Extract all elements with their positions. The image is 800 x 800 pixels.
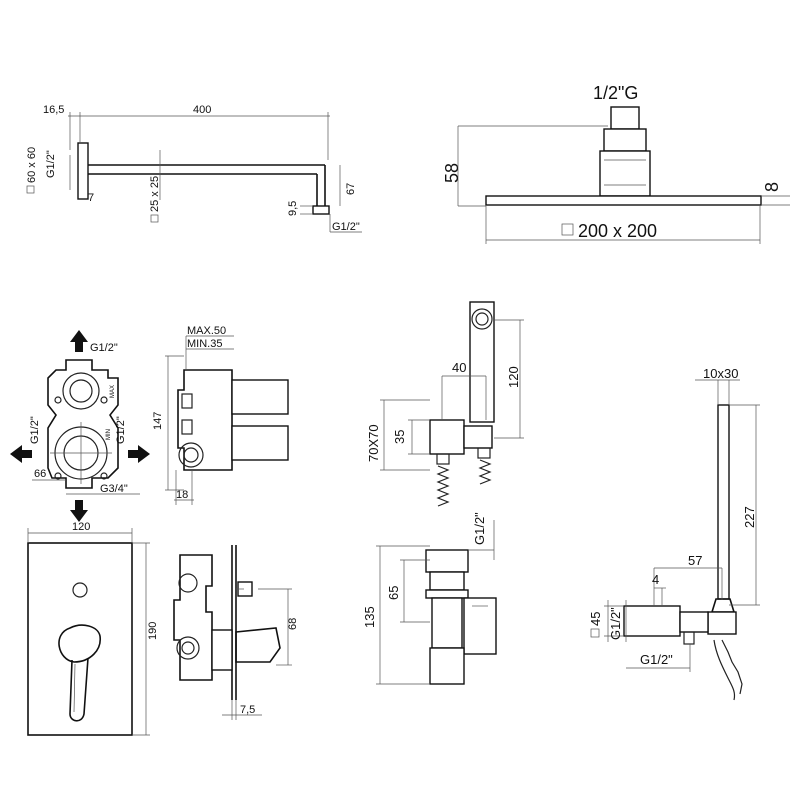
arm-dim-wall: 7 bbox=[88, 192, 94, 204]
arm-flange bbox=[77, 142, 89, 200]
square-section-icon bbox=[590, 628, 600, 638]
faceplate-drawing: 120 190 68 7,5 bbox=[27, 521, 299, 736]
holder-block bbox=[429, 419, 465, 455]
faceplate-side-handle bbox=[235, 627, 281, 663]
diverter-drawing: G1/2" 65 135 bbox=[362, 512, 497, 685]
mixer-top-port bbox=[62, 372, 100, 410]
diverter-top-connector bbox=[425, 549, 469, 573]
hand-shower-thread-bottom: G1/2" bbox=[640, 652, 673, 667]
square-section-icon bbox=[26, 185, 35, 194]
flow-arrow-icon bbox=[70, 330, 88, 352]
square-section-icon bbox=[561, 223, 574, 236]
holder-dim-120: 120 bbox=[506, 366, 521, 388]
mixer-depth-min: MIN.35 bbox=[187, 338, 222, 350]
hand-shower-length: 227 bbox=[742, 506, 757, 528]
holder-dim-35: 35 bbox=[392, 430, 407, 444]
shower-arm-drawing: 16,5 400 60 x 60 G1/2" 7 25 x 25 67 9,5 … bbox=[26, 104, 362, 233]
mixer-dim-66: 66 bbox=[34, 468, 46, 480]
hand-shower-dim-57: 57 bbox=[688, 553, 702, 568]
arm-dim-flange: 60 x 60 bbox=[26, 147, 38, 183]
hand-shower-outlet: 45 bbox=[588, 612, 603, 626]
head-ball bbox=[599, 150, 651, 197]
hand-shower-drawing: 10x30 227 57 4 45 G1/2" G1/2" bbox=[588, 366, 760, 701]
mixer-inlet-left: G1/2" bbox=[29, 416, 41, 444]
arm-end-connector bbox=[312, 205, 330, 215]
square-section-icon bbox=[150, 214, 159, 223]
faceplate-width: 120 bbox=[72, 521, 90, 533]
hand-shower-holder bbox=[707, 611, 737, 635]
hand-shower-thread-side: G1/2" bbox=[608, 607, 623, 640]
arm-thread-end: G1/2" bbox=[332, 221, 360, 233]
head-thread: 1/2"G bbox=[593, 83, 638, 103]
head-nut bbox=[610, 106, 640, 130]
head-joint bbox=[603, 128, 647, 152]
hand-shower-dim-4: 4 bbox=[652, 572, 659, 587]
mixer-dim-18: 18 bbox=[176, 489, 188, 501]
mixer-body-drawing: MIN MAX G1/2" G1/2" G1/2" 66 G3/4" MAX.5… bbox=[10, 325, 289, 522]
faceplate-diverter-knob bbox=[72, 582, 88, 598]
head-height: 58 bbox=[442, 163, 462, 183]
mixer-inlet-bottom: G3/4" bbox=[100, 483, 128, 495]
mixer-depth-max: MAX.50 bbox=[187, 325, 226, 337]
faceplate-height: 190 bbox=[147, 622, 159, 640]
holder-dim-40: 40 bbox=[452, 360, 466, 375]
arm-dim-tube: 25 x 25 bbox=[149, 176, 161, 212]
hand-shower-handle bbox=[717, 404, 730, 600]
arm-dim-length: 400 bbox=[193, 104, 211, 116]
holder-handle bbox=[469, 301, 495, 423]
flow-arrow-icon bbox=[10, 445, 32, 463]
arm-dim-left: 16,5 bbox=[43, 104, 64, 116]
faceplate-dim-75: 7,5 bbox=[240, 704, 255, 716]
mixer-mark-max: MAX bbox=[110, 385, 116, 398]
mixer-side-cartridge-top bbox=[231, 379, 289, 415]
diverter-bottom bbox=[429, 647, 465, 685]
diverter-thread: G1/2" bbox=[472, 512, 487, 545]
arm-thread-wall: G1/2" bbox=[45, 150, 57, 178]
diverter-dim-65: 65 bbox=[386, 586, 401, 600]
holder-spray-head bbox=[471, 308, 493, 330]
holder-size: 70X70 bbox=[366, 424, 381, 462]
bidet-holder-drawing: 40 120 70X70 35 bbox=[366, 301, 524, 507]
faceplate-side-cartridge bbox=[211, 629, 233, 671]
head-plate bbox=[485, 195, 762, 206]
mixer-side-cartridge-bottom bbox=[231, 425, 289, 461]
diverter-handle bbox=[463, 597, 497, 655]
flow-arrow-icon bbox=[128, 445, 150, 463]
flow-arrow-icon bbox=[70, 500, 88, 522]
head-thickness: 8 bbox=[762, 182, 782, 192]
shower-head-drawing: 1/2"G 58 8 200 x 200 bbox=[442, 83, 790, 244]
holder-arm bbox=[463, 425, 493, 449]
mixer-height: 147 bbox=[152, 412, 164, 430]
diverter-dim-135: 135 bbox=[362, 606, 377, 628]
mixer-outlet-top: G1/2" bbox=[90, 342, 118, 354]
mixer-inlet-right: G1/2" bbox=[115, 416, 127, 444]
hand-shower-size: 10x30 bbox=[703, 366, 738, 381]
faceplate-handle-base bbox=[58, 624, 101, 663]
arm-dim-drop: 67 bbox=[345, 183, 357, 195]
wall-outlet bbox=[623, 605, 681, 637]
mixer-mark-min: MIN bbox=[106, 429, 112, 440]
head-size: 200 x 200 bbox=[578, 221, 657, 241]
faceplate-depth: 68 bbox=[287, 618, 299, 630]
faceplate-outline bbox=[27, 542, 133, 736]
diverter-body bbox=[431, 597, 463, 649]
arm-dim-end: 9,5 bbox=[287, 201, 299, 216]
